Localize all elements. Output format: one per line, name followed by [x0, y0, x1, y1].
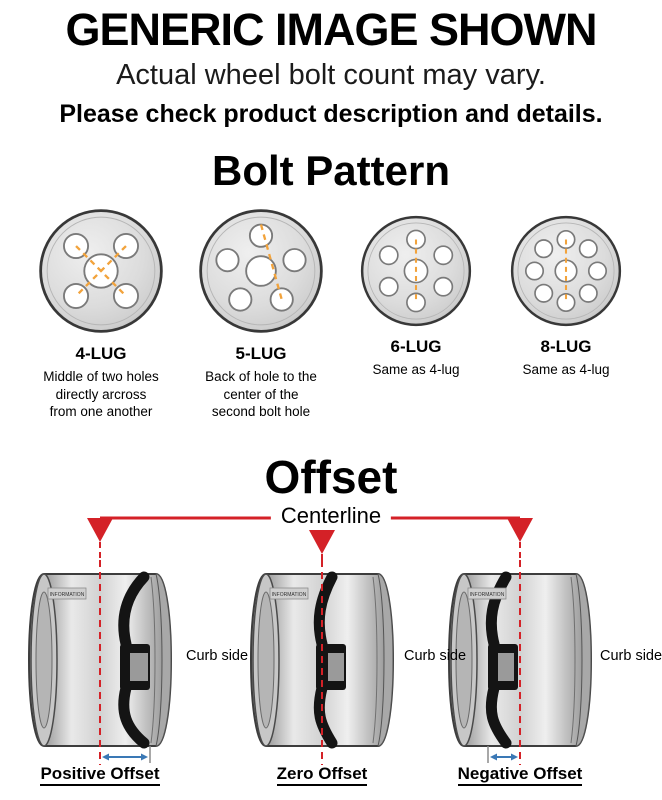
rim-info-text: INFORMATION: [50, 592, 85, 598]
negative-offset-arrow: [490, 753, 518, 761]
wheel-cross-section-zero: INFORMATION: [249, 560, 395, 765]
centerline-label: Centerline: [270, 503, 392, 529]
wheel-hub-4lug-icon: [39, 209, 163, 333]
centerline-arrow-left: [87, 518, 113, 542]
lug-label-5: 5-LUG: [235, 344, 287, 363]
lug-item-6: 6-LUG Same as 4-lug: [345, 206, 487, 379]
negative-offset-label: Negative Offset: [440, 764, 600, 786]
lug-description-8: Same as 4-lug: [522, 362, 610, 377]
lug-label-8: 8-LUG: [540, 337, 592, 356]
bolt-pattern-heading: Bolt Pattern: [211, 147, 450, 194]
lug-item-8: 8-LUG Same as 4-lug: [495, 206, 637, 379]
wheel-hub-6lug-icon: [360, 215, 472, 327]
bolt-pattern-row: 4-LUG Middle of two holes directly arcro…: [0, 206, 662, 421]
page-title: GENERIC IMAGE SHOWN: [65, 4, 597, 55]
positive-offset-arrow: [102, 753, 148, 761]
offset-heading: Offset: [264, 451, 398, 503]
lug-label-4: 4-LUG: [75, 344, 127, 363]
lug-description-5: Back of hole to the center of the second…: [205, 369, 317, 420]
positive-offset-label: Positive Offset: [20, 764, 180, 786]
rim-info-box: [47, 587, 87, 600]
lug-description-6: Same as 4-lug: [372, 362, 460, 377]
lug-item-5: 5-LUG Back of hole to the center of the …: [185, 206, 337, 421]
curb-side-label-3: Curb side: [600, 648, 662, 664]
wheel-cross-section-positive: INFORMATION: [27, 560, 173, 765]
zero-offset-label: Zero Offset: [242, 764, 402, 786]
lug-label-6: 6-LUG: [390, 337, 442, 356]
centerline-arrow-middle: [309, 530, 335, 554]
centerline-arrow-right: [507, 518, 533, 542]
wheel-hub-8lug-icon: [510, 215, 622, 327]
rim-info-box: [467, 587, 507, 600]
page-note: Please check product description and det…: [59, 100, 603, 128]
curb-side-label-2: Curb side: [404, 648, 467, 664]
rim-info-text: INFORMATION: [470, 592, 505, 598]
lug-item-4: 4-LUG Middle of two holes directly arcro…: [25, 206, 177, 421]
page-subtitle: Actual wheel bolt count may vary.: [116, 59, 546, 91]
lug-description-4: Middle of two holes directly arcross fro…: [43, 369, 159, 420]
rim-info-text: INFORMATION: [272, 592, 307, 598]
wheel-hub-5lug-icon: [199, 209, 323, 333]
rim-info-box: [269, 587, 309, 600]
wheel-cross-section-negative: INFORMATION: [447, 560, 593, 765]
curb-side-label-1: Curb side: [186, 648, 249, 664]
